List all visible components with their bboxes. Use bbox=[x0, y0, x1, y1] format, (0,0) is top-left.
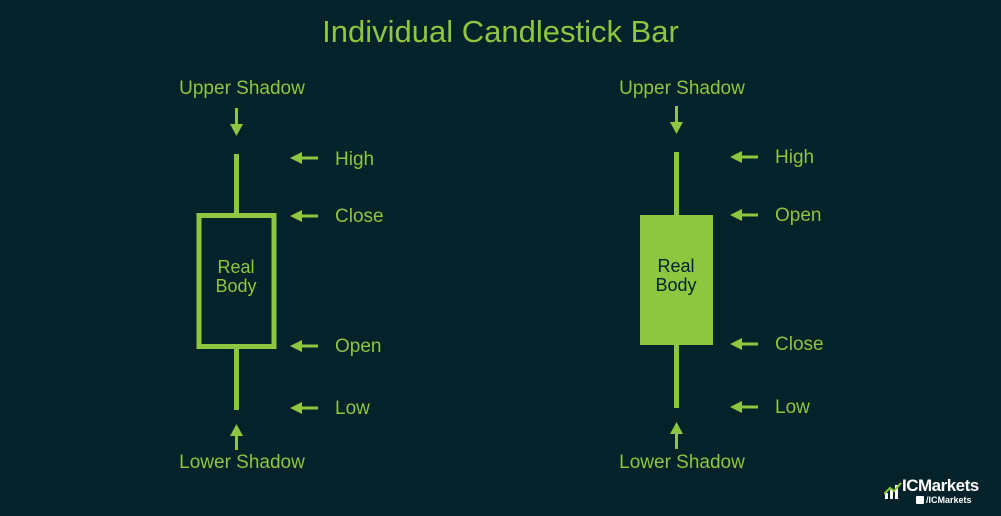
upper-shadow-arrow-icon bbox=[670, 106, 683, 134]
upper-shadow-arrow-icon bbox=[230, 108, 243, 136]
close-arrow-icon bbox=[730, 338, 758, 350]
bullish-close-label: Close bbox=[335, 206, 384, 227]
bullish-lower-wick bbox=[234, 348, 239, 410]
bearish-upper-wick bbox=[674, 152, 679, 216]
bearish-lower-wick bbox=[674, 344, 679, 408]
diagram-title: Individual Candlestick Bar bbox=[322, 14, 679, 49]
lower-shadow-arrow-icon bbox=[670, 422, 683, 449]
open-arrow-icon bbox=[730, 209, 758, 221]
logo-bars-icon bbox=[884, 482, 902, 499]
close-arrow-icon bbox=[290, 210, 318, 222]
bullish-high-label: High bbox=[335, 149, 375, 170]
icmarkets-logo: ICMarkets /ICMarkets bbox=[884, 476, 996, 510]
logo-name: ICMarkets bbox=[902, 476, 979, 495]
lower-shadow-arrow-icon bbox=[230, 424, 243, 450]
bullish-open-label: Open bbox=[335, 336, 382, 357]
bearish-upper-shadow-label: Upper Shadow bbox=[619, 78, 745, 99]
open-arrow-icon bbox=[290, 340, 318, 352]
low-arrow-icon bbox=[290, 402, 318, 414]
bearish-lower-shadow-label: Lower Shadow bbox=[619, 452, 745, 473]
real-body-line2: Body bbox=[215, 276, 257, 296]
bearish-real-body-label: Real Body bbox=[655, 257, 696, 295]
high-arrow-icon bbox=[730, 151, 758, 163]
logo-handle: /ICMarkets bbox=[926, 495, 972, 505]
bullish-upper-wick bbox=[234, 154, 239, 214]
bullish-low-label: Low bbox=[335, 398, 370, 419]
real-body-line2: Body bbox=[655, 275, 697, 295]
high-arrow-icon bbox=[290, 152, 318, 164]
bullish-real-body bbox=[196, 213, 277, 349]
bullish-upper-shadow-label: Upper Shadow bbox=[179, 78, 305, 99]
real-body-line1: Real bbox=[657, 256, 695, 276]
bearish-high-label: High bbox=[775, 147, 815, 168]
bullish-real-body-label: Real Body bbox=[215, 258, 256, 296]
bullish-lower-shadow-label: Lower Shadow bbox=[179, 452, 305, 473]
low-arrow-icon bbox=[730, 401, 758, 413]
real-body-line1: Real bbox=[217, 257, 255, 277]
bearish-close-label: Close bbox=[775, 334, 824, 355]
bearish-real-body bbox=[640, 215, 713, 345]
bearish-open-label: Open bbox=[775, 205, 822, 226]
facebook-icon bbox=[916, 496, 924, 504]
bearish-low-label: Low bbox=[775, 397, 810, 418]
